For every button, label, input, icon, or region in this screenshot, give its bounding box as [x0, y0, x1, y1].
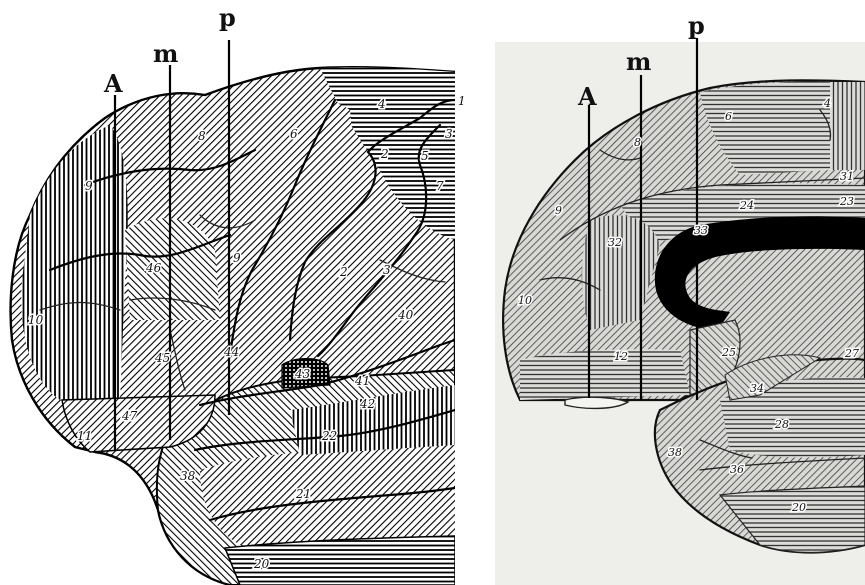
lateral-cut-label-m: m — [153, 39, 178, 68]
lateral-area-44: 44 — [223, 345, 239, 359]
medial-area-4-region — [830, 82, 865, 170]
medial-area-4: 4 — [823, 97, 831, 110]
lateral-area-21: 21 — [295, 487, 311, 501]
lateral-area-3-mid: 3 — [383, 263, 391, 277]
lateral-area-43: 43 — [294, 367, 311, 381]
lateral-area-45: 45 — [154, 351, 170, 365]
lateral-cut-label-A: A — [103, 69, 123, 98]
lateral-area-11: 11 — [77, 429, 92, 443]
lateral-area-38: 38 — [180, 469, 196, 483]
medial-cut-label-m: m — [626, 47, 651, 76]
medial-area-20: 20 — [791, 501, 806, 514]
lateral-area-47: 47 — [121, 409, 138, 423]
lateral-area-42: 42 — [359, 397, 375, 411]
lateral-area-7: 7 — [436, 179, 444, 193]
medial-area-32: 32 — [608, 236, 622, 249]
medial-area-28: 28 — [774, 418, 789, 431]
medial-area-36: 36 — [730, 463, 744, 476]
lateral-area-10: 10 — [28, 313, 44, 327]
lateral-area-46: 46 — [145, 261, 162, 275]
lateral-area-41: 41 — [354, 374, 370, 388]
medial-area-8: 8 — [634, 136, 641, 149]
medial-area-12: 12 — [614, 350, 628, 363]
medial-area-10: 10 — [518, 294, 532, 307]
lateral-cut-label-p: p — [219, 3, 236, 32]
medial-cut-label-A: A — [577, 82, 597, 111]
lateral-area-9-front: 9 — [85, 179, 93, 193]
lateral-area-3-top: 3 — [445, 127, 453, 141]
lateral-area-9-mid: 9 — [233, 251, 241, 265]
medial-area-6: 6 — [725, 110, 732, 123]
lateral-area-22: 22 — [321, 429, 337, 443]
lateral-area-2-top: 2 — [380, 147, 389, 161]
medial-area-12-region — [520, 349, 690, 400]
medial-area-38: 38 — [668, 446, 682, 459]
lateral-area-40: 40 — [397, 308, 414, 322]
lateral-area-4: 4 — [377, 97, 386, 111]
medial-area-33: 33 — [694, 224, 708, 237]
medial-cut-label-p: p — [688, 11, 705, 40]
lateral-area-2-mid: 2 — [339, 265, 348, 279]
medial-area-31: 31 — [840, 170, 854, 183]
medial-area-34: 34 — [750, 382, 764, 395]
lateral-area-8: 8 — [198, 129, 206, 143]
medial-area-25: 25 — [721, 346, 736, 359]
frontal-region — [21, 125, 128, 400]
lateral-area-1: 1 — [458, 94, 466, 108]
medial-area-23: 23 — [839, 195, 854, 208]
medial-area-9: 9 — [555, 204, 562, 217]
medial-area-24: 24 — [739, 199, 754, 212]
lateral-area-20: 20 — [253, 557, 270, 571]
lateral-area-6: 6 — [290, 127, 298, 141]
lateral-view — [11, 40, 455, 585]
medial-area-27: 27 — [844, 347, 859, 360]
lateral-area-5: 5 — [421, 149, 429, 163]
